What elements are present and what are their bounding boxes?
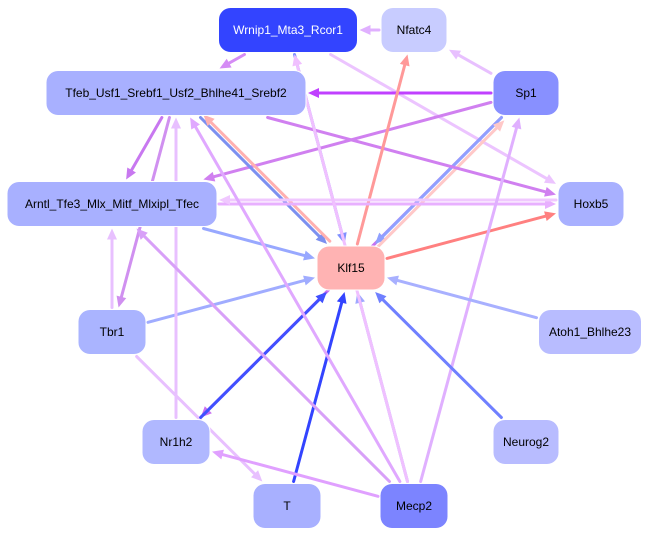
arrowhead xyxy=(219,58,232,69)
arrowhead xyxy=(544,211,556,221)
node-box xyxy=(380,7,448,53)
edge-tbr1-to-t xyxy=(135,355,263,482)
node-arntl[interactable]: Arntl_Tfe3_Mlx_Mitf_Mlxipl_Tfec xyxy=(6,181,218,227)
edge-neurog2-to-klf15 xyxy=(375,292,503,419)
edge-klf15-to-hoxb5 xyxy=(385,211,556,260)
arrowhead xyxy=(544,186,556,197)
node-box xyxy=(77,309,147,355)
arrowhead xyxy=(308,88,319,98)
node-box xyxy=(492,70,560,116)
edge-klf15-to-sp1 xyxy=(376,120,505,249)
edge-nr1h2-to-klf15 xyxy=(199,292,327,419)
node-label: Arntl_Tfe3_Mlx_Mitf_Mlxipl_Tfec xyxy=(25,197,199,211)
arrowhead xyxy=(375,292,387,304)
node-box xyxy=(45,70,307,116)
node-label: Tfeb_Usf1_Srebf1_Usf2_Bhlhe41_Srebf2 xyxy=(65,86,287,100)
node-box xyxy=(218,7,358,53)
arrowhead xyxy=(292,54,303,67)
node-box xyxy=(316,245,386,291)
node-tfeb[interactable]: Tfeb_Usf1_Srebf1_Usf2_Bhlhe41_Srebf2 xyxy=(45,70,307,116)
node-label: Nr1h2 xyxy=(160,435,193,449)
arrowhead xyxy=(387,275,399,286)
arrowhead xyxy=(315,232,327,244)
edge-mecp2-to-tfeb xyxy=(190,117,402,483)
edge-klf15-to-tfeb xyxy=(203,114,332,243)
edge-tbr1-to-klf15 xyxy=(146,275,315,324)
arrowhead xyxy=(116,295,127,308)
node-box xyxy=(557,181,625,227)
node-box xyxy=(379,483,449,529)
node-label: Mecp2 xyxy=(396,499,432,513)
arrowhead xyxy=(190,117,200,130)
node-label: Klf15 xyxy=(337,261,365,275)
arrowhead xyxy=(315,292,327,304)
node-label: Wrnip1_Mta3_Rcor1 xyxy=(233,23,343,37)
edge-sp1-to-klf15 xyxy=(375,116,503,244)
arrowhead xyxy=(212,449,224,460)
edge-arntl-to-klf15 xyxy=(201,227,315,261)
edge-klf15-to-nfatc4 xyxy=(355,54,410,246)
edge-hoxb5-to-arntl xyxy=(219,195,558,205)
node-hoxb5[interactable]: Hoxb5 xyxy=(557,181,625,227)
node-label: Sp1 xyxy=(515,86,537,100)
node-box xyxy=(492,419,560,465)
arrowhead xyxy=(511,117,522,130)
edge-nfatc4-to-wrnip1 xyxy=(359,25,381,35)
arrowhead xyxy=(136,228,148,240)
node-label: Nfatc4 xyxy=(397,23,432,37)
edge-tfeb-to-arntl xyxy=(126,116,164,180)
arrowhead xyxy=(336,292,347,304)
arrowhead xyxy=(171,117,181,129)
nodes-layer: Wrnip1_Mta3_Rcor1 Nfatc4Tfeb_Usf1_Srebf1_… xyxy=(6,7,642,529)
edge-nr1h2-to-tfeb xyxy=(171,117,181,419)
node-label: Atoh1_Bhlhe23 xyxy=(549,325,631,339)
node-wrnip1[interactable]: Wrnip1_Mta3_Rcor1 xyxy=(218,7,358,53)
edge-mecp2-to-nr1h2 xyxy=(212,449,380,498)
edge-mecp2-to-sp1 xyxy=(419,117,522,483)
arrowhead xyxy=(203,114,215,126)
arrowhead xyxy=(493,120,505,132)
node-tbr1[interactable]: Tbr1 xyxy=(77,309,147,355)
arrowhead xyxy=(251,470,263,482)
node-label: Neurog2 xyxy=(503,435,549,449)
arrowhead xyxy=(219,195,230,205)
arrowhead xyxy=(107,228,117,240)
node-t[interactable]: T xyxy=(252,483,322,529)
edge-tfeb-to-klf15 xyxy=(199,116,327,244)
edge-sp1-to-tfeb xyxy=(308,88,493,98)
node-box xyxy=(141,419,211,465)
edge-sp1-to-nfatc4 xyxy=(449,49,493,75)
edge-mecp2-to-arntl xyxy=(136,228,391,483)
node-box xyxy=(252,483,322,529)
arrowhead xyxy=(449,49,462,60)
node-mecp2[interactable]: Mecp2 xyxy=(379,483,449,529)
arrowhead xyxy=(303,275,315,286)
arrowhead xyxy=(359,25,371,35)
edge-tbr1-to-arntl xyxy=(107,228,117,309)
node-label: Hoxb5 xyxy=(574,197,609,211)
edge-wrnip1-to-tfeb xyxy=(219,53,246,69)
node-klf15[interactable]: Klf15 xyxy=(316,245,386,291)
node-atoh1[interactable]: Atoh1_Bhlhe23 xyxy=(538,309,642,355)
arrowhead xyxy=(399,54,410,67)
arrowhead xyxy=(375,232,387,244)
arrowhead xyxy=(126,167,136,180)
node-sp1[interactable]: Sp1 xyxy=(492,70,560,116)
node-box xyxy=(538,309,642,355)
node-box xyxy=(6,181,218,227)
node-label: Tbr1 xyxy=(100,325,125,339)
edges-layer xyxy=(107,25,558,498)
node-nr1h2[interactable]: Nr1h2 xyxy=(141,419,211,465)
arrowhead xyxy=(203,171,216,182)
node-nfatc4[interactable]: Nfatc4 xyxy=(380,7,448,53)
edge-tfeb-to-hoxb5 xyxy=(266,116,556,197)
arrowhead xyxy=(543,174,556,184)
edge-atoh1-to-klf15 xyxy=(387,275,538,320)
node-label: T xyxy=(283,499,291,513)
node-neurog2[interactable]: Neurog2 xyxy=(492,419,560,465)
arrowhead xyxy=(303,250,315,261)
edge-t-to-klf15 xyxy=(292,292,347,483)
